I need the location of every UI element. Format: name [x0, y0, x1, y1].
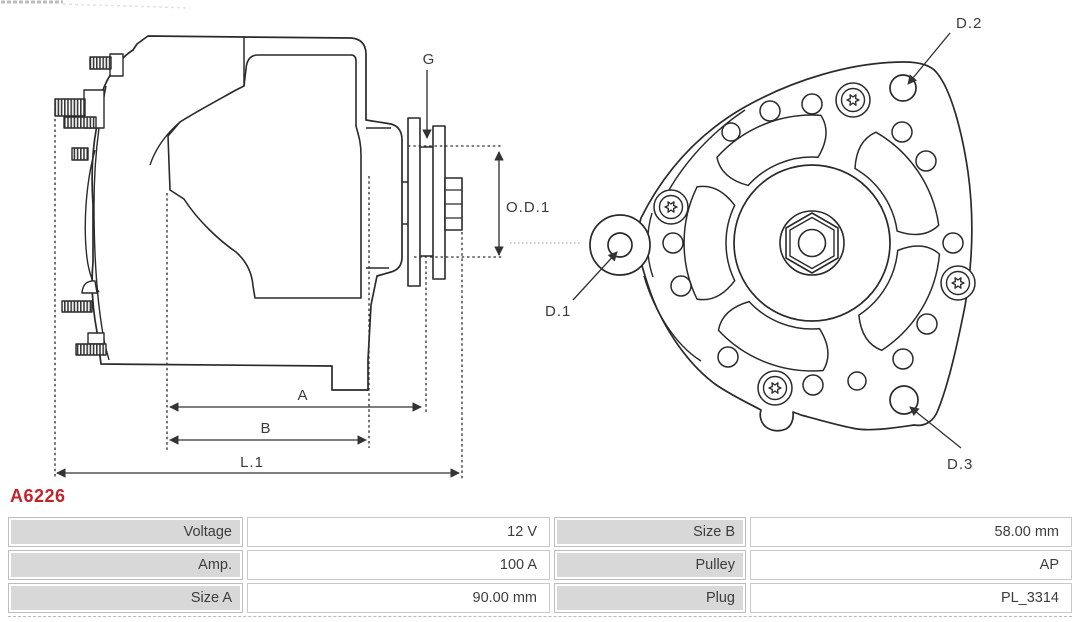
side-view-labels: G O.D.1 A B L.1: [240, 51, 550, 471]
side-view-drawing: [54, 35, 463, 391]
pulley: [407, 117, 463, 287]
label-d3: D.3: [947, 456, 973, 473]
label-od1: O.D.1: [506, 199, 550, 216]
spec-value-size-b: 58.00 mm: [750, 517, 1072, 547]
spec-value-size-a: 90.00 mm: [247, 583, 550, 613]
pulley-nut-hub: [733, 164, 891, 322]
side-inner-silhouette: [167, 54, 362, 299]
front-housing-outline: [637, 61, 973, 432]
spec-table: Voltage 12 V Size B 58.00 mm Amp. 100 A …: [8, 517, 1072, 617]
label-dim-b: B: [260, 420, 271, 437]
mount-hole-d1: [607, 232, 633, 258]
through-bolts: [653, 82, 976, 406]
spec-label-size-b: Size B: [554, 517, 746, 547]
side-view-dimensions: [54, 70, 581, 480]
spec-label-voltage: Voltage: [8, 517, 243, 547]
shaft-end: [797, 228, 827, 258]
spec-value-plug: PL_3314: [750, 583, 1072, 613]
label-g: G: [423, 51, 436, 68]
label-d2: D.2: [956, 15, 982, 32]
vent-holes: [662, 93, 964, 396]
hex-nut: [785, 212, 839, 274]
spec-value-voltage: 12 V: [247, 517, 550, 547]
spec-value-amp: 100 A: [247, 550, 550, 580]
technical-drawing: G O.D.1 A B L.1: [1, 0, 982, 480]
scan-artifact: [1, 0, 191, 9]
rear-studs: [54, 53, 124, 356]
fan-cutouts: [683, 102, 952, 384]
spec-label-size-a: Size A: [8, 583, 243, 613]
part-number: A6226: [10, 486, 66, 506]
spec-label-plug: Plug: [554, 583, 746, 613]
front-view-labels: D.2 D.1 D.3: [545, 15, 982, 473]
label-dim-l1: L.1: [240, 454, 264, 471]
label-d1: D.1: [545, 303, 571, 320]
label-dim-a: A: [297, 387, 308, 404]
spec-label-amp: Amp.: [8, 550, 243, 580]
spec-label-pulley: Pulley: [554, 550, 746, 580]
front-view-drawing: [589, 61, 976, 432]
spec-value-pulley: AP: [750, 550, 1072, 580]
front-view-leaders: [572, 32, 962, 449]
